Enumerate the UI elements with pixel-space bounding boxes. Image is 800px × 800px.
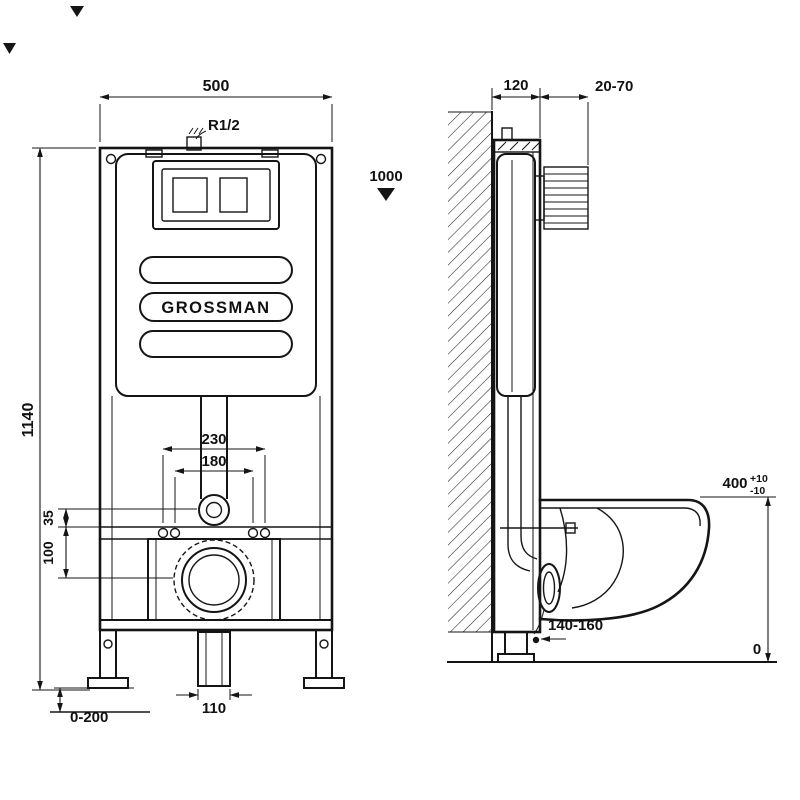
cistern-front [115, 149, 317, 397]
side-view: 120 20-70 [447, 77, 777, 663]
dim-offset-large-label: 100 [40, 541, 56, 565]
dim-frame-height: 1140 [20, 147, 96, 691]
outlet-stub [197, 631, 231, 687]
dim-frame-width: 500 [99, 78, 333, 142]
outlet-point [532, 636, 540, 644]
dim-finish-adjust: 20-70 [539, 78, 633, 165]
print-marks [3, 6, 84, 54]
dim-bowl-tol-down: -10 [750, 485, 765, 497]
dim-stud-spans: 230 180 [162, 431, 266, 523]
cistern-side [496, 153, 536, 397]
level-triangle-icon [377, 188, 395, 201]
panel-height-label: 1000 [369, 168, 402, 185]
dim-foot-adjust-label: 0-200 [70, 709, 108, 726]
front-view: 500 1140 R1/2 [20, 78, 403, 726]
print-mark-icon [3, 43, 16, 54]
mounting-frame [98, 146, 334, 632]
adjustable-legs [87, 629, 345, 689]
dim-left-offsets: 35 100 [40, 508, 197, 579]
brand-logo: GROSSMAN [161, 299, 270, 317]
dim-stud-inner-label: 180 [201, 453, 226, 470]
dim-outlet-width-label: 110 [202, 700, 226, 717]
dim-bowl-height-label: 400 [722, 475, 747, 492]
panel-height-mark: 1000 [369, 168, 403, 201]
mounting-rail [100, 526, 332, 540]
dim-finish-adjust-label: 20-70 [595, 78, 633, 95]
floor-level-label: 0 [753, 641, 761, 658]
side-leg [497, 631, 535, 663]
wall-section [448, 111, 493, 663]
dim-foot-adjust: 0-200 [50, 687, 150, 726]
water-inlet: R1/2 [186, 117, 240, 151]
dim-height-label: 1140 [20, 403, 37, 438]
flush-button-small [219, 177, 248, 213]
dim-outlet-height-label: 140-160 [548, 617, 603, 634]
cistern-bands: GROSSMAN [139, 256, 293, 358]
dim-depth-label: 120 [503, 77, 528, 94]
frame-profile [492, 127, 542, 634]
dim-offset-small-label: 35 [40, 510, 56, 526]
print-mark-icon [70, 6, 84, 17]
flush-unit-side [534, 166, 589, 230]
flush-pipe-side [507, 396, 561, 644]
drain-bracket [147, 538, 281, 621]
dim-outlet-height: 140-160 [540, 617, 603, 642]
dim-stud-outer-label: 230 [201, 431, 226, 448]
dim-bowl-tol-up: +10 [750, 473, 768, 485]
dim-width-label: 500 [203, 78, 230, 95]
wall-hatch [448, 112, 492, 632]
flush-plate [152, 160, 280, 230]
dim-frame-depth: 120 [491, 77, 541, 138]
dim-outlet-width: 110 [176, 689, 252, 717]
toilet-bowl [500, 498, 711, 622]
flush-button-large [172, 177, 208, 213]
inlet-label: R1/2 [208, 117, 240, 134]
dim-bowl-height: 400 +10 -10 [700, 473, 776, 663]
